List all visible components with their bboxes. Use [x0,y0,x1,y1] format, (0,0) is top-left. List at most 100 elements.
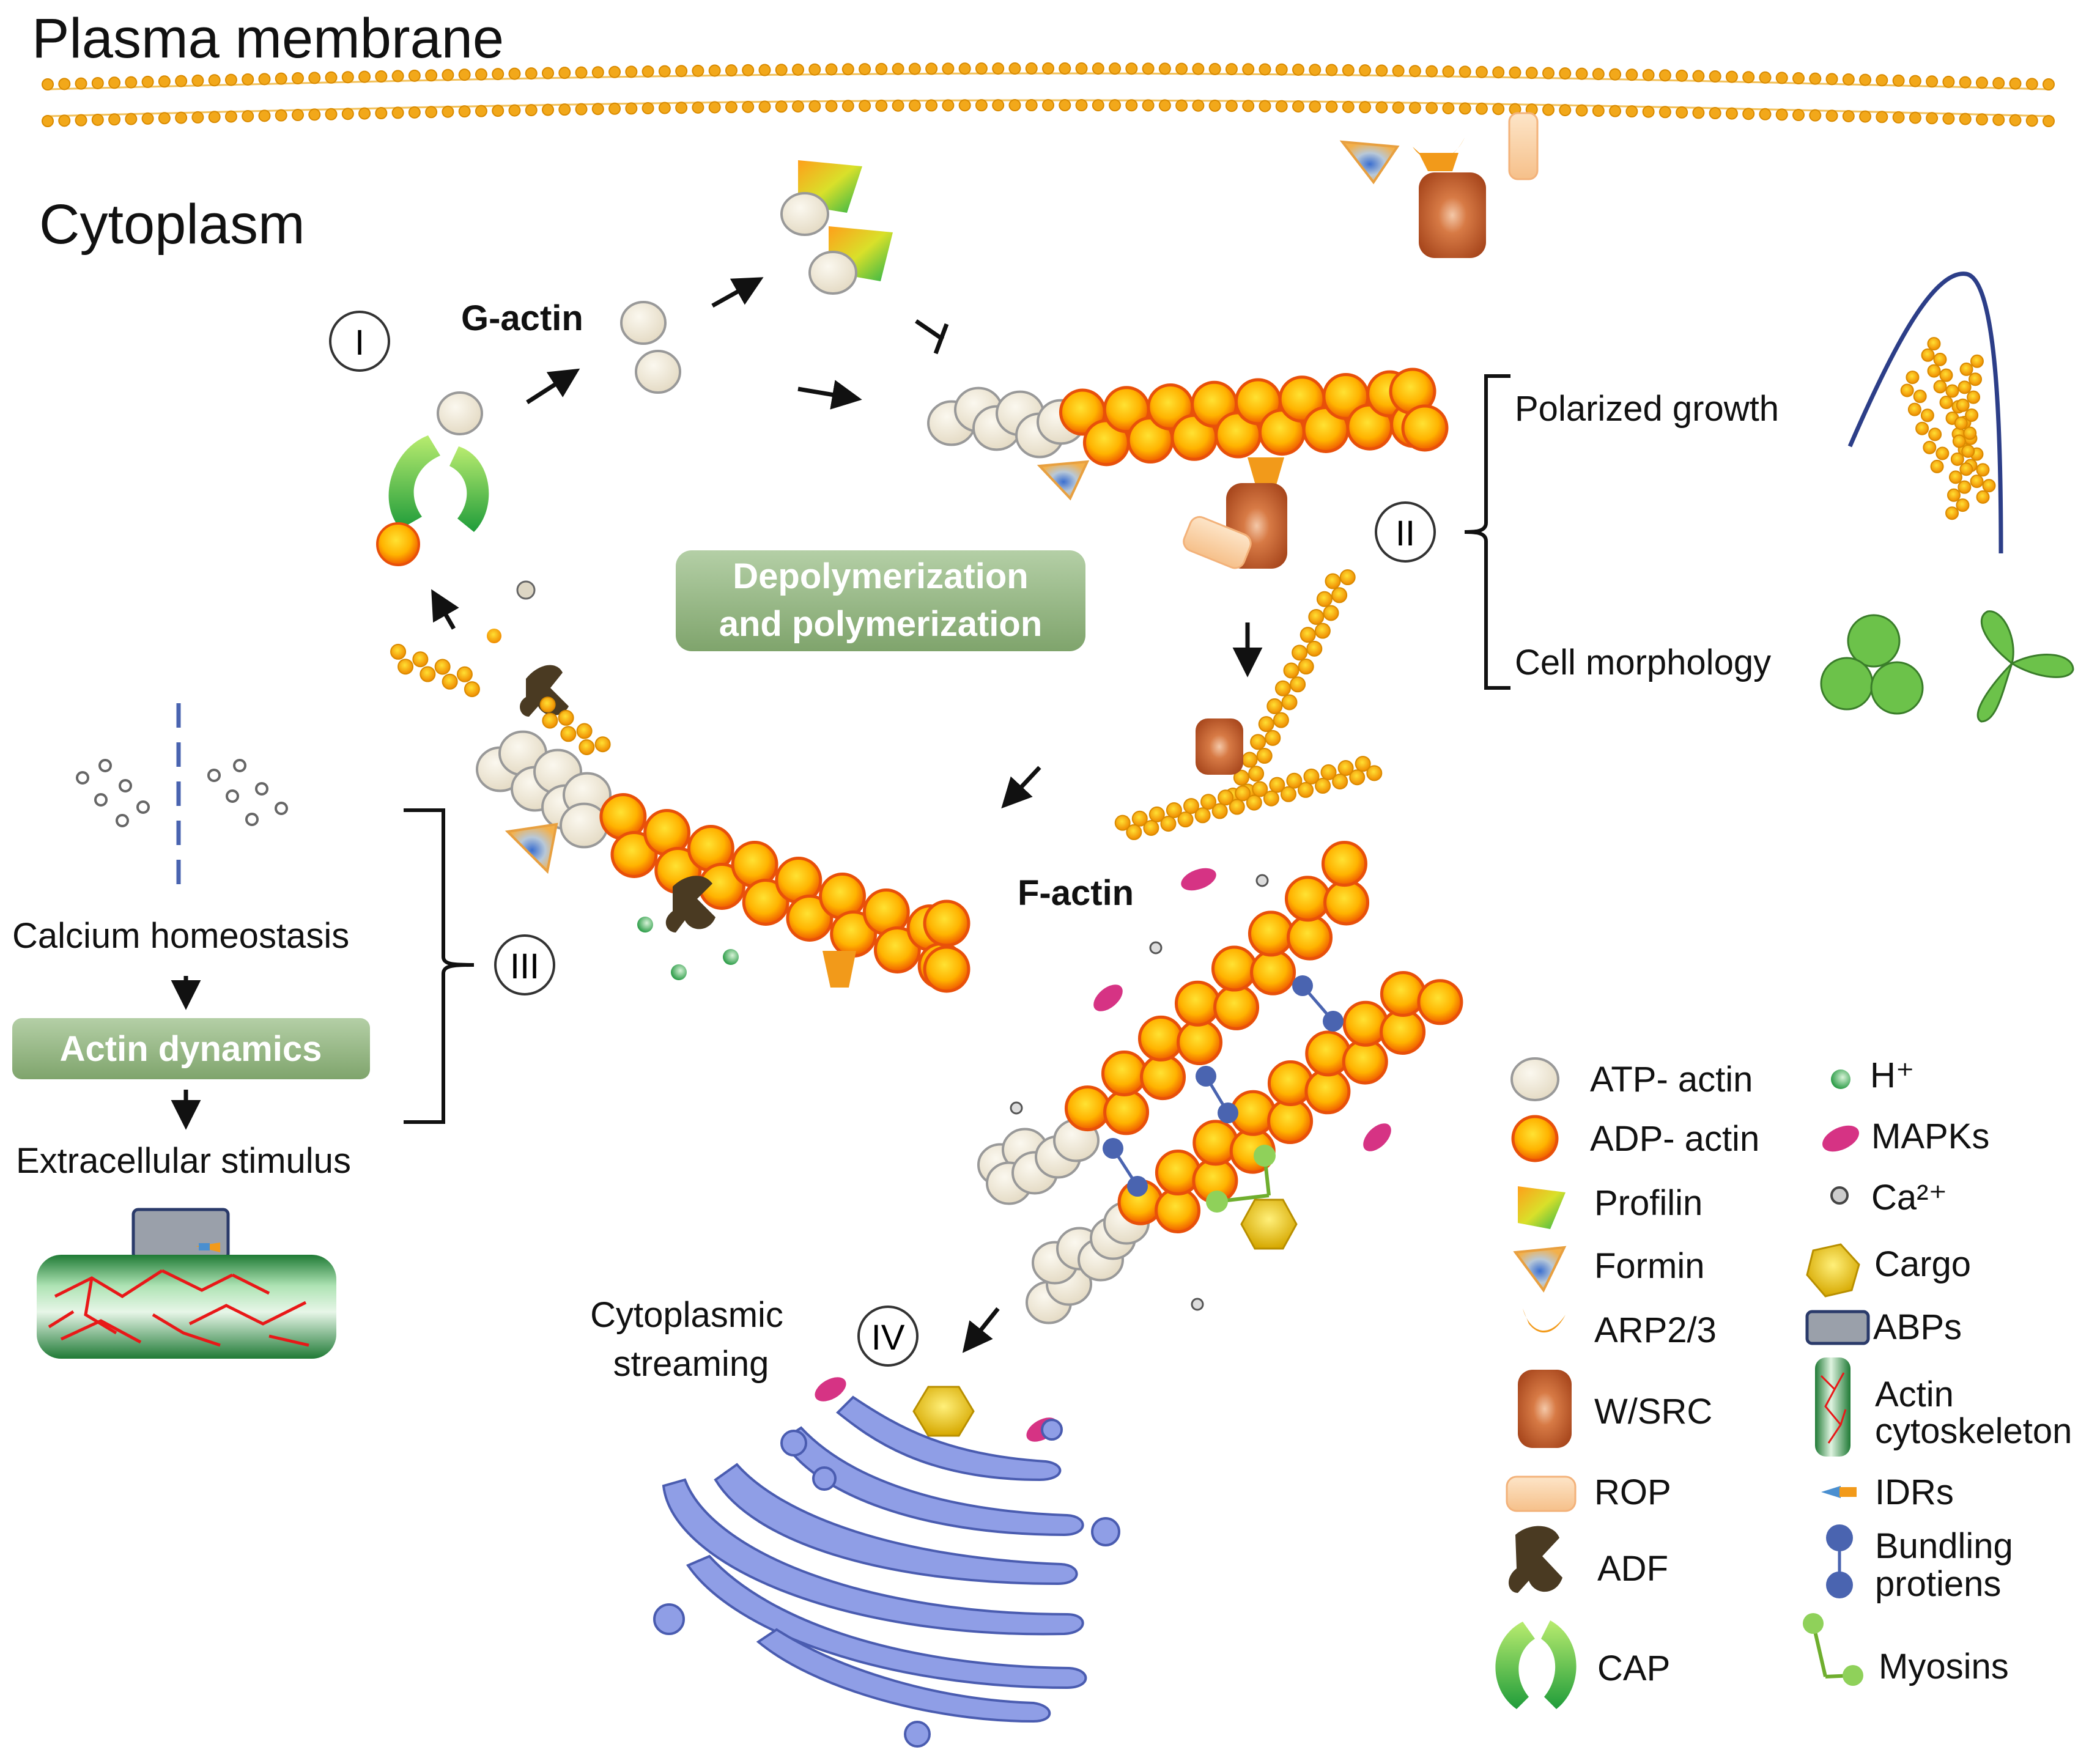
actin-bead [539,696,556,713]
lipid-head [1942,112,1955,125]
actin-bead [1126,824,1142,840]
lipid-head [825,100,838,113]
lipid-head [792,100,804,113]
actin-bead [442,673,458,690]
lipid-head [1125,99,1138,112]
actin-bead [1250,734,1266,750]
lipid-head [1075,62,1088,75]
lipid-head [1575,104,1588,117]
lipid-head [1542,103,1555,116]
lipid-head [1375,64,1388,77]
lipid-head [708,101,721,114]
adp-actin-subunit [923,899,971,947]
ca-particles [1010,874,1269,1311]
actin-bead [1298,781,1314,798]
lipid-head [175,111,188,124]
adp-actin-subunit [1155,1150,1201,1196]
legend-adp-actin: ADP- actin [1511,1115,1759,1162]
actin-bead [1952,434,1966,448]
actin-bead [1959,462,1973,476]
lipid-head [875,62,888,75]
lipid-head [2009,114,2022,127]
bundling-protein [1127,1176,1148,1197]
lipid-head [758,100,771,113]
lipid-head [442,68,454,81]
lipid-head [808,100,821,113]
legend-actin-cyto-line-1: Actin [1875,1375,1954,1414]
actin-bead [1143,819,1159,836]
lipid-head [1225,63,1238,76]
adp-actin-subunit [1213,984,1260,1030]
lipid-head [158,75,171,88]
lipid-head [1809,72,1822,85]
membrane-wsrc [1419,172,1486,258]
lipid-head [224,73,237,86]
adp-actin-subunit [873,926,921,973]
legend-abps: ABPs [1805,1307,1962,1347]
adp-actin-subunit [1064,1085,1111,1132]
lipid-head [958,99,971,112]
actin-bead [560,726,577,742]
actin-cytoskeleton-cylinder [37,1208,336,1359]
lipid-head [1442,65,1455,78]
bundling-protein [1196,1066,1216,1087]
adp-actin-subunit [610,830,658,878]
lipid-head [1342,64,1355,76]
upper-rop [1183,515,1252,569]
lipid-head [108,113,121,126]
atp-actin-subunit [560,802,608,849]
lipid-head [1292,63,1304,76]
lipid-head [808,63,821,76]
depolymerization-box: Depolymerization and polymerization [676,550,1085,651]
lipid-head [1692,70,1705,83]
lipid-head [641,102,654,114]
lipid-head [1759,108,1772,120]
lipid-head [1676,106,1688,119]
lipid-head [1242,63,1255,76]
lipid-head [258,109,271,122]
lipid-head [358,107,371,120]
actin-dynamics-label: Actin dynamics [60,1029,322,1069]
lipid-head [242,73,254,86]
pollen-tube-filaments [1900,337,1996,520]
actin-bead [1303,768,1320,785]
actin-bead [1233,769,1249,786]
actin-bead [1229,799,1245,815]
lipid-head [275,109,287,122]
lipid-head [1259,63,1271,76]
lipid-head [492,105,505,117]
legend-arp23-label: ARP2/3 [1594,1310,1717,1350]
lipid-head [1275,63,1288,76]
actin-bead [1183,798,1199,814]
actin-bead [1945,506,1959,520]
lipid-head [1275,100,1288,113]
actin-bead [1927,364,1941,378]
bundling-protein [1103,1138,1123,1159]
lipid-head [1359,101,1372,114]
lipid-head [1825,109,1838,122]
lipid-head [892,99,904,112]
lipid-head [1509,66,1521,79]
actin-bead [1166,802,1182,818]
lipid-head [1392,101,1405,114]
actin-bead [1950,452,1964,466]
actin-bead [579,739,595,755]
lipid-head [1809,109,1822,122]
actin-bead [1252,781,1268,797]
roman-ii-text: II [1396,514,1415,553]
actin-bead [1248,766,1265,782]
legend-mapks-label: MAPKs [1871,1117,1989,1156]
actin-bead [594,736,611,753]
lipid-head [1775,108,1788,121]
lipid-head [1876,74,1888,87]
lipid-head [1842,73,1855,86]
lipid-head [141,75,154,88]
lipid-head [1442,102,1455,114]
lipid-head [892,62,904,75]
lipid-head [1459,102,1471,115]
lipid-head [1092,99,1104,112]
adp-actin-subunit [1248,910,1294,957]
legend-rop: ROP [1506,1472,1671,1512]
lipid-head [542,67,554,79]
actin-bead [1366,765,1383,781]
